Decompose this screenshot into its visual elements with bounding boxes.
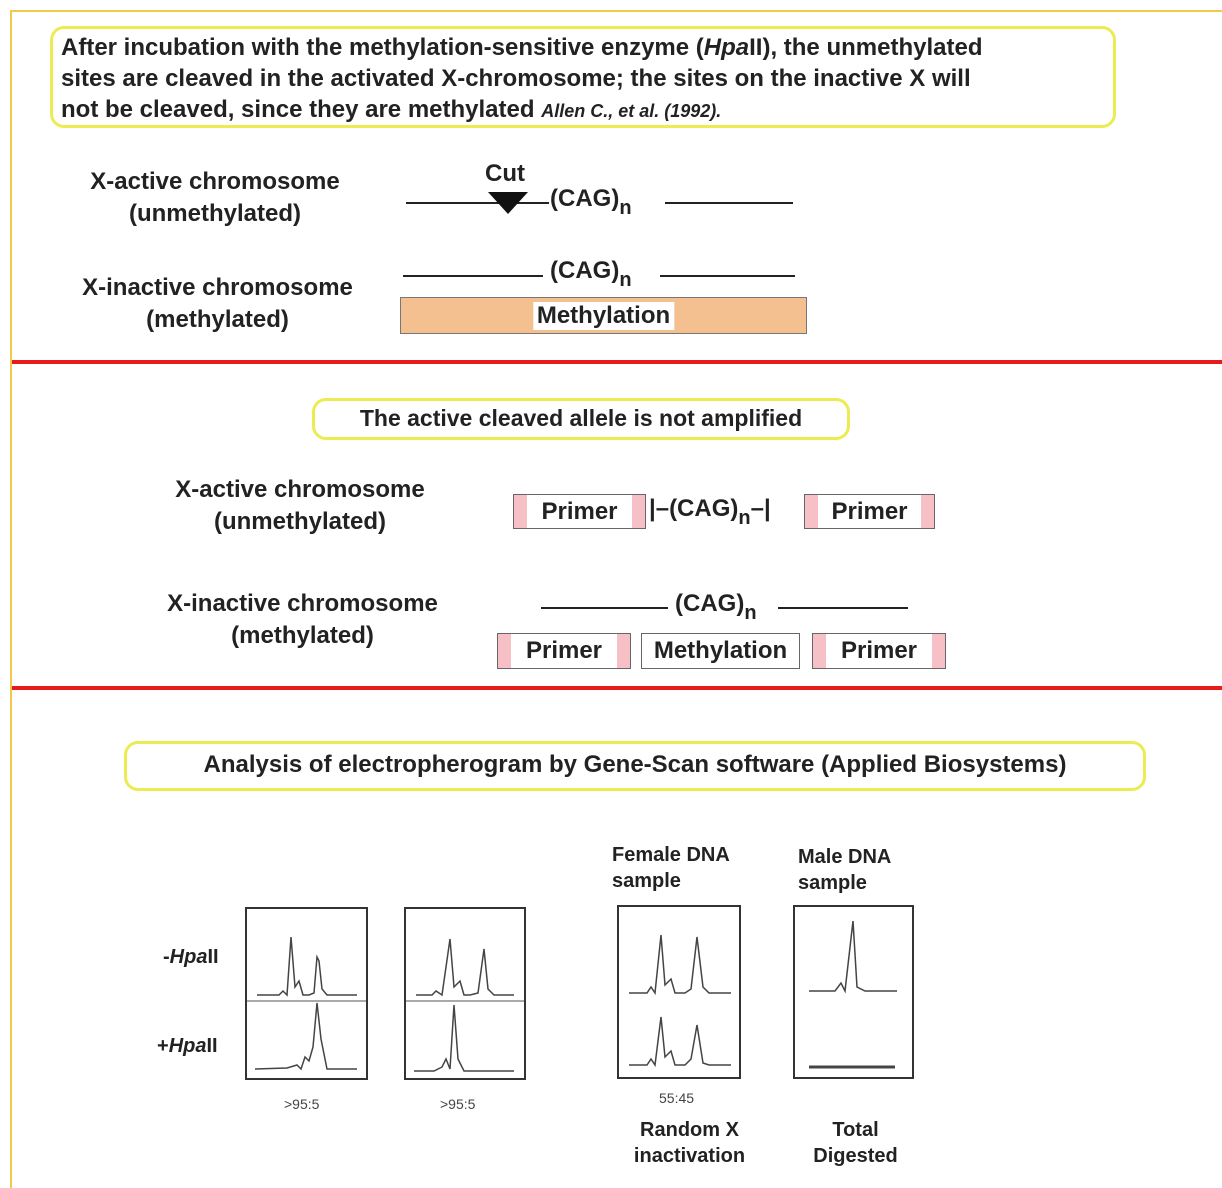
s2-active-label: X-active chromosome (unmethylated) [175, 476, 425, 535]
intro-line-2: sites are cleaved in the activated X-chr… [61, 65, 971, 92]
electropherogram-panel-female [617, 905, 741, 1079]
s1-inactive-line-right [660, 275, 795, 277]
male-sample-label: Male DNA sample [798, 846, 892, 894]
ratio-panel-2: >95:5 [440, 1096, 476, 1112]
s1-inactive-cag: (CAG)n [550, 257, 632, 291]
row-label-plus-hpaii: +HpaII [157, 1035, 218, 1057]
frame-top-border [10, 10, 1222, 12]
ratio-panel-female: 55:45 [659, 1090, 695, 1106]
female-sample-label: Female DNA sample [612, 844, 730, 892]
s2-inactive-primer-left: Primer [497, 633, 631, 669]
s2-active-primer-right: Primer [804, 494, 935, 529]
ratio-panel-1: >95:5 [284, 1096, 320, 1112]
s2-inactive-line-right [778, 607, 908, 609]
electropherogram-panel-male [793, 905, 914, 1079]
cut-label: Cut [485, 160, 525, 187]
s2-inactive-methylation: Methylation [641, 633, 800, 669]
total-digested-label: Total Digested [813, 1119, 898, 1167]
intro-line-3: not be cleaved, since they are methylate… [61, 96, 722, 123]
electropherogram-panel-1 [245, 907, 368, 1080]
s1-active-label: X-active chromosome (unmethylated) [90, 168, 340, 227]
s1-inactive-label: X-inactive chromosome (methylated) [82, 274, 353, 333]
s2-inactive-cag: (CAG)n [675, 590, 757, 624]
s1-active-line-left [406, 202, 549, 204]
separator-1 [12, 360, 1222, 364]
electropherogram-traces-2 [406, 938, 524, 1072]
electropherogram-traces-female [629, 934, 731, 1068]
row-label-minus-hpaii: -HpaII [163, 946, 219, 968]
s1-active-line-right [665, 202, 793, 204]
s2-inactive-line-left [541, 607, 668, 609]
citation: Allen C., et al. (1992). [541, 101, 722, 121]
s1-active-cag: (CAG)n [550, 185, 632, 219]
cut-arrow-icon [488, 192, 528, 214]
amplification-callout: The active cleaved allele is not amplifi… [312, 398, 850, 440]
frame-left-border [10, 10, 12, 1188]
electropherogram-traces-male [809, 920, 897, 1069]
analysis-callout: Analysis of electropherogram by Gene-Sca… [124, 741, 1146, 791]
intro-callout: After incubation with the methylation-se… [50, 26, 1116, 128]
s2-inactive-primer-right: Primer [812, 633, 946, 669]
s2-active-cag: |–(CAG)n–| [649, 495, 771, 529]
electropherogram-traces-1 [247, 936, 366, 1071]
s1-inactive-line-left [403, 275, 543, 277]
electropherogram-panel-2 [404, 907, 526, 1080]
s2-inactive-label: X-inactive chromosome (methylated) [167, 590, 438, 649]
s1-methylation-bar: Methylation [400, 297, 807, 334]
s2-active-primer-left: Primer [513, 494, 646, 529]
intro-line-1: After incubation with the methylation-se… [61, 34, 983, 61]
separator-2 [12, 686, 1222, 690]
random-x-label: Random X inactivation [633, 1119, 746, 1167]
